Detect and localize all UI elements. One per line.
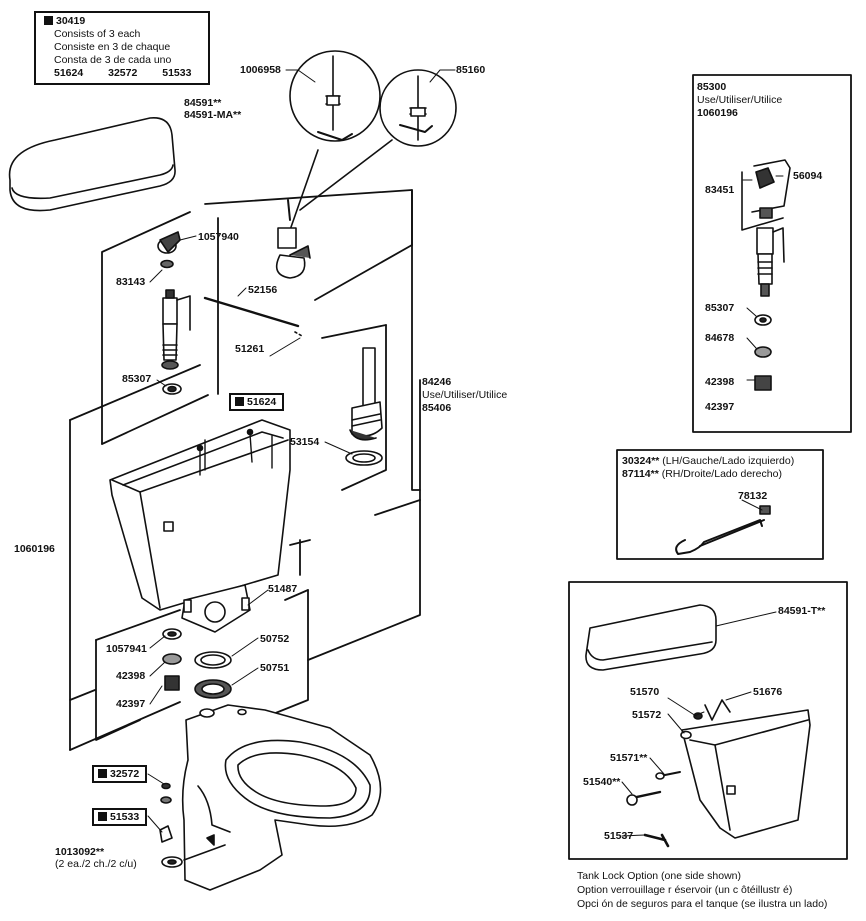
flush-valve-drawing (345, 347, 383, 466)
label-51487: 51487 (268, 583, 298, 595)
label-53154: 53154 (290, 436, 320, 448)
handle-lh: 30324** (LH/Gauche/Lado izquierdo) (622, 455, 795, 467)
handle-rh: 87114** (RH/Droite/Lado derecho) (622, 468, 782, 480)
kit-part-3: 51533 (162, 67, 192, 79)
label-83143: 83143 (116, 276, 146, 288)
kit-line-fr: Consiste en 3 de chaque (54, 41, 171, 53)
label-85160: 85160 (456, 64, 486, 76)
flapper-chain-drawing (275, 50, 457, 279)
label-50751: 50751 (260, 662, 290, 674)
tag-51533: 51533 (92, 808, 148, 826)
tank-lid-drawing (8, 117, 176, 212)
label-52156: 52156 (248, 284, 278, 296)
label-51570: 51570 (630, 686, 660, 698)
label-1013092-qty: (2 ea./2 ch./2 c/u) (55, 858, 137, 870)
label-1013092: 1013092** (55, 846, 105, 858)
label-85406: 85406 (422, 402, 452, 414)
label-51571: 51571** (610, 752, 648, 764)
refill-tube-drawing (203, 296, 303, 337)
label-83451: 83451 (705, 184, 735, 196)
handle-lh-text: (LH/Gauche/Lado izquierdo) (662, 455, 795, 467)
label-85307-right: 85307 (705, 302, 735, 314)
bolt-caps-drawing (159, 782, 183, 868)
valve-box-alt: 1060196 (697, 107, 738, 119)
label-51676: 51676 (753, 686, 783, 698)
tag-32572: 32572 (92, 765, 148, 783)
label-lid: 84591** (184, 97, 222, 109)
label-lid-ma: 84591-MA** (184, 109, 242, 121)
square-bullet-icon (98, 812, 107, 821)
bowl-drawing (181, 704, 382, 891)
label-1006958: 1006958 (240, 64, 281, 76)
label-78132: 78132 (738, 490, 768, 502)
label-56094: 56094 (793, 170, 823, 182)
tank-bolts-gaskets (162, 584, 251, 699)
lock-caption-es: Opci ón de seguros para el tanque (se il… (577, 898, 828, 910)
handle-rh-text: (RH/Droite/Lado derecho) (661, 468, 782, 480)
label-51540: 51540** (583, 776, 621, 788)
kit-part-2: 32572 (108, 67, 138, 79)
kit-part-list: 51624 32572 51533 (44, 67, 200, 80)
label-85307-left: 85307 (122, 373, 152, 385)
label-84591-t: 84591-T** (778, 605, 826, 617)
label-84246: 84246 (422, 376, 452, 388)
valve-box-use: Use/Utiliser/Utilice (697, 94, 783, 106)
label-1057940: 1057940 (198, 231, 239, 243)
label-51261: 51261 (235, 343, 265, 355)
kit-line-es: Consta de 3 de cada uno (54, 54, 172, 66)
tag-51624: 51624 (229, 393, 285, 411)
label-use-mid: Use/Utiliser/Utilice (422, 389, 508, 401)
square-bullet-icon (98, 769, 107, 778)
kit-part-1: 51624 (54, 67, 84, 79)
label-51572: 51572 (632, 709, 662, 721)
tank-lock-drawing (585, 604, 811, 848)
trip-lever-drawing (675, 505, 771, 555)
tank-drawing (109, 419, 291, 611)
square-bullet-icon (44, 16, 53, 25)
label-1060196-left: 1060196 (14, 543, 55, 555)
fill-valve-drawing (157, 231, 191, 395)
label-50752: 50752 (260, 633, 290, 645)
valve-box-code: 85300 (697, 81, 727, 93)
kit-line-en: Consists of 3 each (54, 28, 141, 40)
lock-caption-fr: Option verrouillage r éservoir (un c ôté… (577, 884, 793, 896)
label-42397-left: 42397 (116, 698, 146, 710)
frame-lines (69, 189, 421, 751)
label-51537: 51537 (604, 830, 634, 842)
leader-lines (147, 69, 784, 837)
label-42398-left: 42398 (116, 670, 146, 682)
label-42398-right: 42398 (705, 376, 735, 388)
kit-30419-box: 30419 Consists of 3 each Consiste en 3 d… (34, 11, 210, 85)
label-1057941: 1057941 (106, 643, 147, 655)
label-42397-right: 42397 (705, 401, 735, 413)
square-bullet-icon (235, 397, 244, 406)
valve-box-drawing (741, 159, 791, 391)
lock-caption-en: Tank Lock Option (one side shown) (577, 870, 742, 882)
label-84678: 84678 (705, 332, 735, 344)
kit-code: 30419 (44, 15, 200, 28)
